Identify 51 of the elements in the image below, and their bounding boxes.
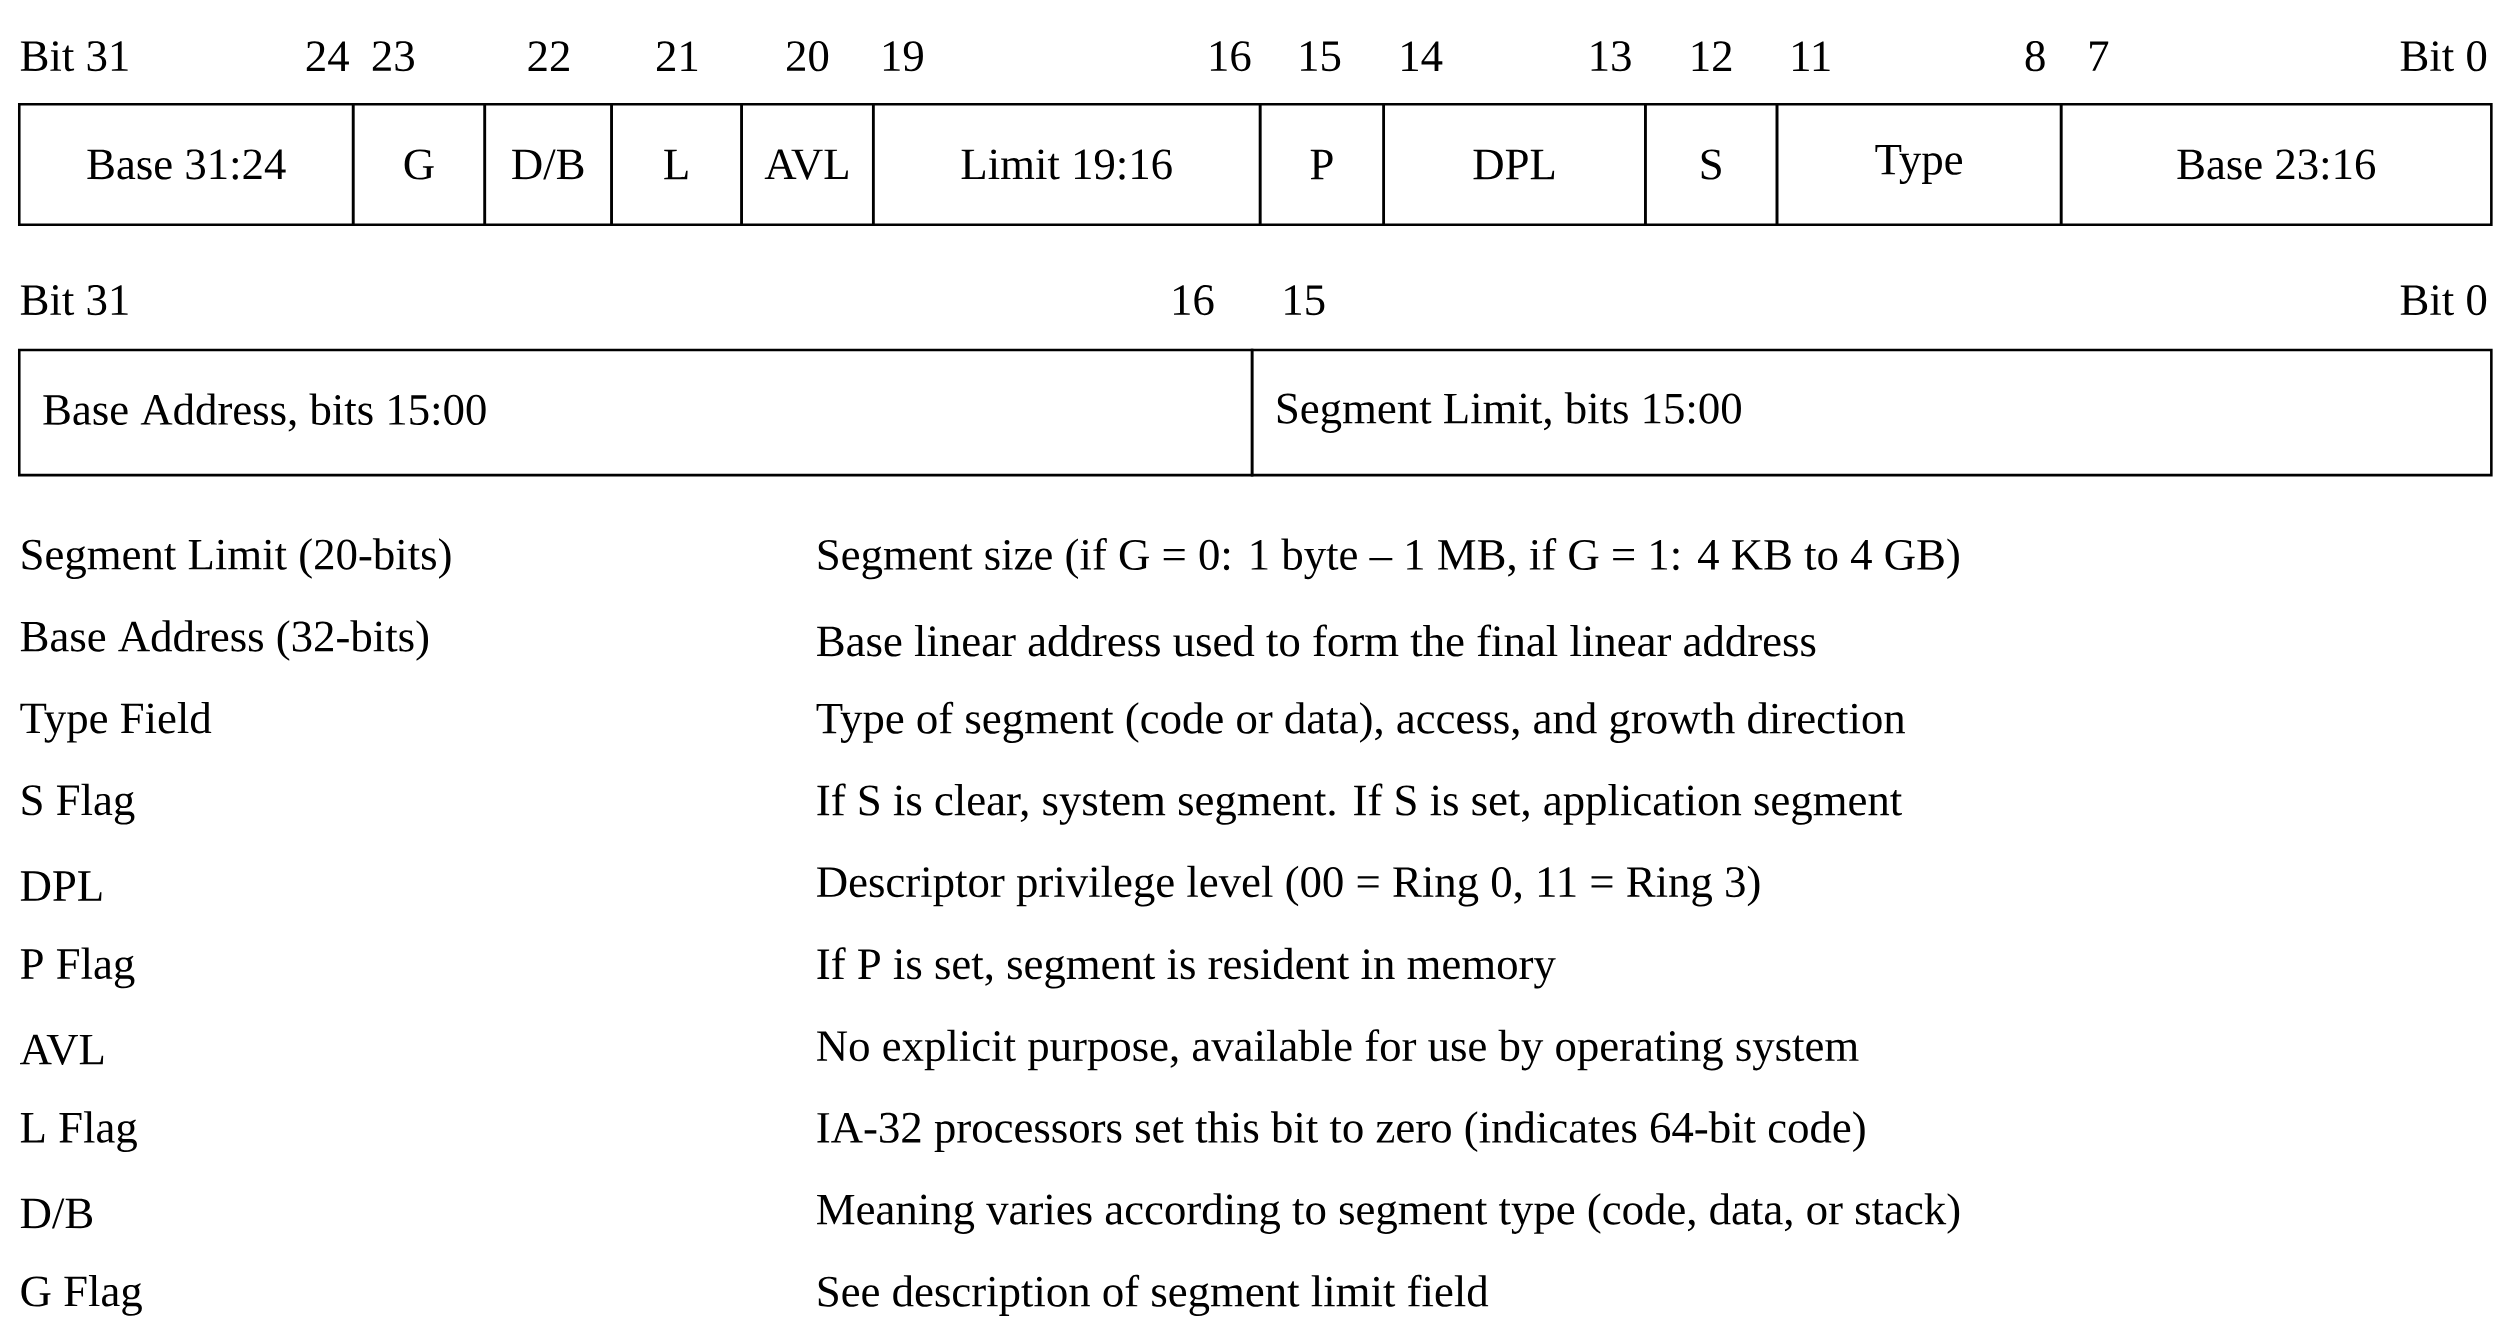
bit-number: 8 <box>2025 40 2045 72</box>
field-description: Meaning varies according to segment type (code, data, or stack) <box>817 1193 1960 1234</box>
field-description: No explicit purpose, available for use by operating system <box>817 1029 1859 1071</box>
bit-number: 22 <box>528 41 569 71</box>
field-name: AVL <box>20 1034 104 1065</box>
bit-number: 16 <box>1174 284 1214 315</box>
bit-field-cell: P <box>1258 102 1385 226</box>
bit-number: Bit 0 <box>2400 284 2487 316</box>
bit-number: 7 <box>2090 41 2109 71</box>
bit-number: 15 <box>1285 285 1325 315</box>
bit-field-cell: Base 31:24 <box>18 102 355 226</box>
field-description: Type of segment (code or data), access, and growth direction <box>816 701 1905 743</box>
field-description: Base linear address used to form the final linear address <box>817 624 1816 657</box>
bit-number: 13 <box>1591 40 1631 72</box>
bit-number: 19 <box>883 40 923 72</box>
bit-number: 16 <box>1210 40 1251 72</box>
field-description: If S is clear, system segment. If S is set, application segment <box>817 783 1902 825</box>
bit-number: 24 <box>306 41 349 71</box>
bit-field-cell: AVL <box>740 102 875 226</box>
field-name: DPL <box>20 871 102 901</box>
bit-field-cell: Base 23:16 <box>2059 102 2493 226</box>
bit-number: 12 <box>1692 41 1732 71</box>
field-name: Segment Limit (20-bits) <box>22 538 451 579</box>
bit-field-cell: S <box>1644 102 1779 226</box>
bit-number: 11 <box>1793 41 1830 71</box>
field-description: IA-32 processors set this bit to zero (indicates 64-bit code) <box>817 1111 1865 1152</box>
bit-field-cell: Limit 19:16 <box>871 102 1262 226</box>
field-description: Descriptor privilege level (00 = Ring 0, 11 = Ring 3) <box>817 865 1760 907</box>
bit-field-cell: L <box>610 102 743 226</box>
field-description: Segment size (if G = 0: 1 byte – 1 MB, if G = 1: 4 KB to 4 GB) <box>818 537 1959 579</box>
field-description: If P is set, segment is resident in memory <box>817 947 1556 989</box>
field-name: G Flag <box>21 1274 142 1316</box>
bit-field-cell: DPL <box>1382 102 1647 226</box>
bit-number: 15 <box>1301 41 1341 71</box>
field-name: Type Field <box>20 701 212 743</box>
field-name: P Flag <box>20 947 135 989</box>
bit-field-cell: Base Address, bits 15:00 <box>18 348 1254 477</box>
field-name: Base Address (32-bits) <box>20 620 428 661</box>
field-name: S Flag <box>22 783 135 825</box>
bit-number: 14 <box>1402 41 1443 71</box>
bit-number: 20 <box>787 40 829 72</box>
field-name: L Flag <box>20 1111 137 1152</box>
bit-field-cell: Segment Limit, bits 15:00 <box>1250 348 2493 477</box>
bit-field-cell: G <box>351 102 487 226</box>
field-description: See description of segment limit field <box>818 1274 1489 1316</box>
bit-field-cell: Type <box>1775 102 2063 226</box>
bit-number: 21 <box>657 41 698 71</box>
bit-field-cell: D/B <box>483 102 613 226</box>
bit-number: Bit 31 <box>20 284 128 315</box>
bit-number: 23 <box>372 40 414 72</box>
field-name: D/B <box>20 1198 93 1229</box>
